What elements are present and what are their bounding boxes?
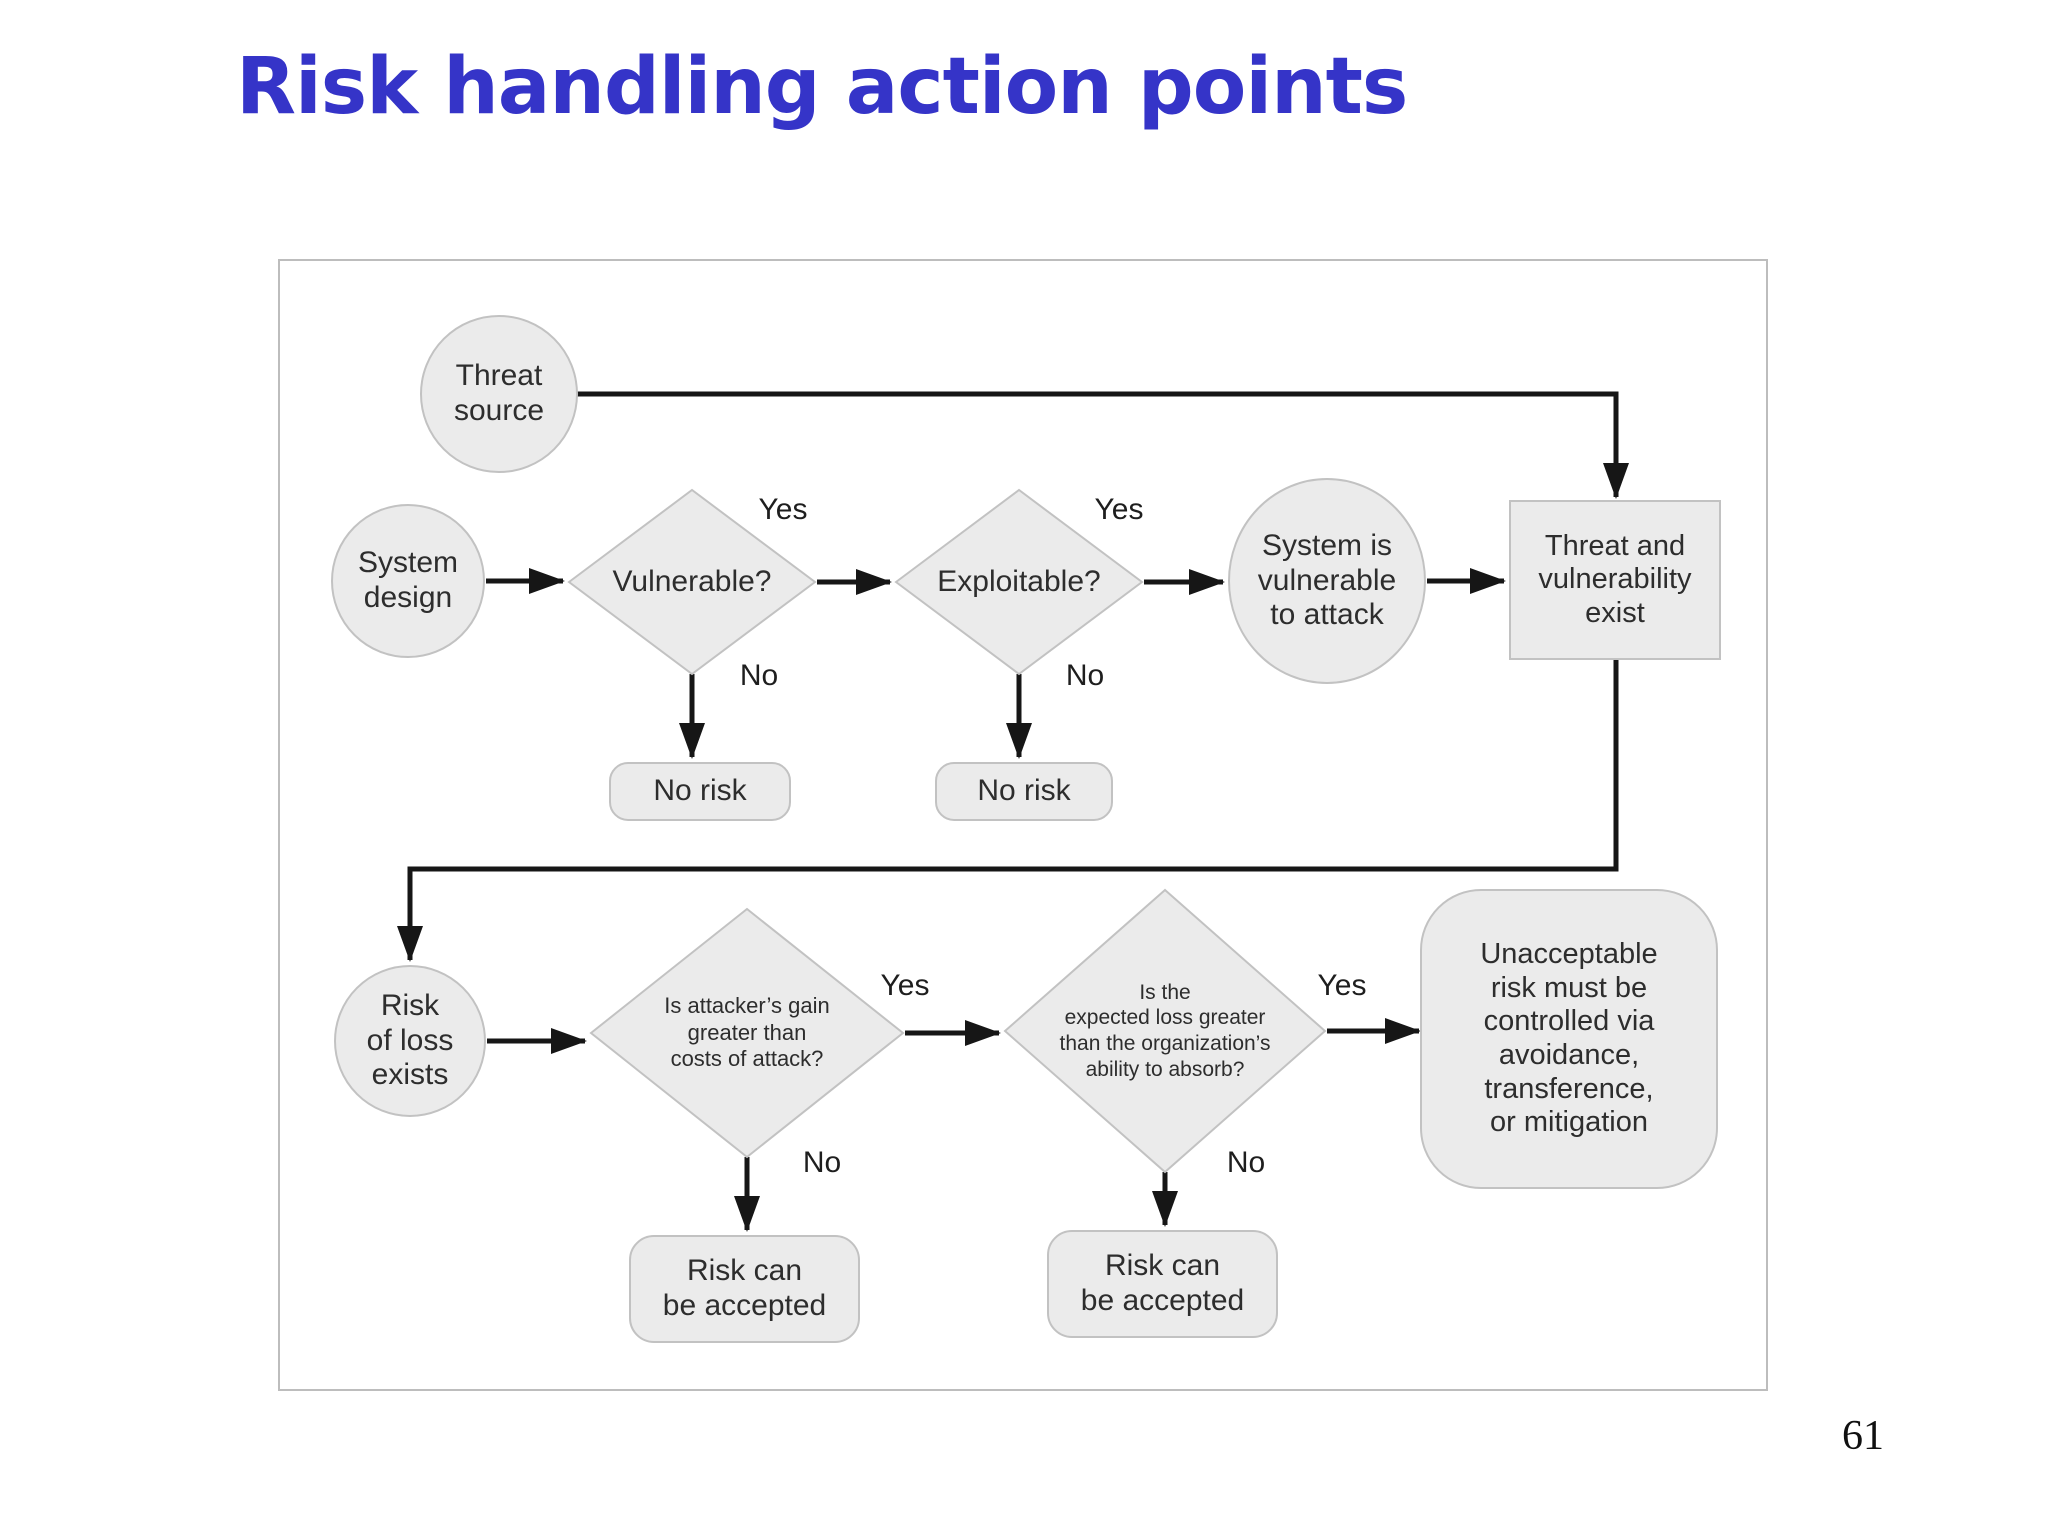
unacceptable-shape bbox=[1420, 889, 1718, 1189]
threat-source-label: Threat source bbox=[453, 359, 545, 427]
flowchart-canvas bbox=[331, 315, 1721, 1343]
edge-label-exploitable-yes: Yes bbox=[1094, 493, 1144, 526]
no-risk-1-shape bbox=[609, 762, 791, 821]
connector-threat-vuln-exist-to-risk-of-loss bbox=[397, 659, 1619, 962]
no-risk-2-shape bbox=[935, 762, 1113, 821]
no-risk-2-label: No risk bbox=[977, 774, 1071, 808]
flowchart-panel: Threat source System design Vulnerable? … bbox=[278, 259, 1768, 1391]
risk-of-loss-label: Risk of loss exists bbox=[366, 988, 454, 1092]
attacker-gain-label: Is attacker’s gain greater than costs of… bbox=[664, 992, 830, 1072]
unacceptable-label: Unacceptable risk must be controlled via… bbox=[1480, 938, 1658, 1139]
risk-of-loss-shape bbox=[334, 965, 486, 1117]
vulnerable-shape bbox=[567, 488, 817, 676]
expected-loss-shape bbox=[1003, 888, 1327, 1174]
edge-label-vulnerable-yes: Yes bbox=[758, 493, 808, 526]
threat-vuln-exist-shape bbox=[1509, 500, 1721, 660]
risk-accepted-1-label: Risk can be accepted bbox=[662, 1254, 827, 1322]
threat-vuln-exist-label: Threat and vulnerability exist bbox=[1538, 529, 1692, 629]
edge-label-expected-loss-no: No bbox=[1226, 1146, 1266, 1179]
page-number: 61 bbox=[1842, 1413, 1884, 1459]
connector-threat-source-to-threat-vuln-exist bbox=[577, 391, 1629, 499]
edge-label-attacker-gain-yes: Yes bbox=[880, 969, 930, 1002]
edge-label-attacker-gain-no: No bbox=[802, 1146, 842, 1179]
slide-title: Risk handling action points bbox=[236, 42, 1408, 132]
risk-accepted-2-shape bbox=[1047, 1230, 1278, 1338]
risk-accepted-1-shape bbox=[629, 1235, 860, 1343]
system-vulnerable-shape bbox=[1228, 478, 1426, 684]
exploitable-shape bbox=[894, 488, 1144, 676]
exploitable-label: Exploitable? bbox=[937, 564, 1101, 598]
expected-loss-label: Is the expected loss greater than the or… bbox=[1059, 980, 1271, 1081]
system-design-label: System design bbox=[357, 546, 459, 614]
system-design-shape bbox=[331, 504, 485, 658]
edge-label-exploitable-no: No bbox=[1065, 659, 1105, 692]
attacker-gain-shape bbox=[589, 907, 905, 1159]
edge-label-expected-loss-yes: Yes bbox=[1317, 969, 1367, 1002]
risk-accepted-2-label: Risk can be accepted bbox=[1080, 1249, 1245, 1317]
no-risk-1-label: No risk bbox=[653, 774, 747, 808]
system-vulnerable-label: System is vulnerable to attack bbox=[1257, 528, 1397, 632]
vulnerable-label: Vulnerable? bbox=[612, 564, 772, 598]
threat-source-shape bbox=[420, 315, 578, 473]
edge-label-vulnerable-no: No bbox=[739, 659, 779, 692]
